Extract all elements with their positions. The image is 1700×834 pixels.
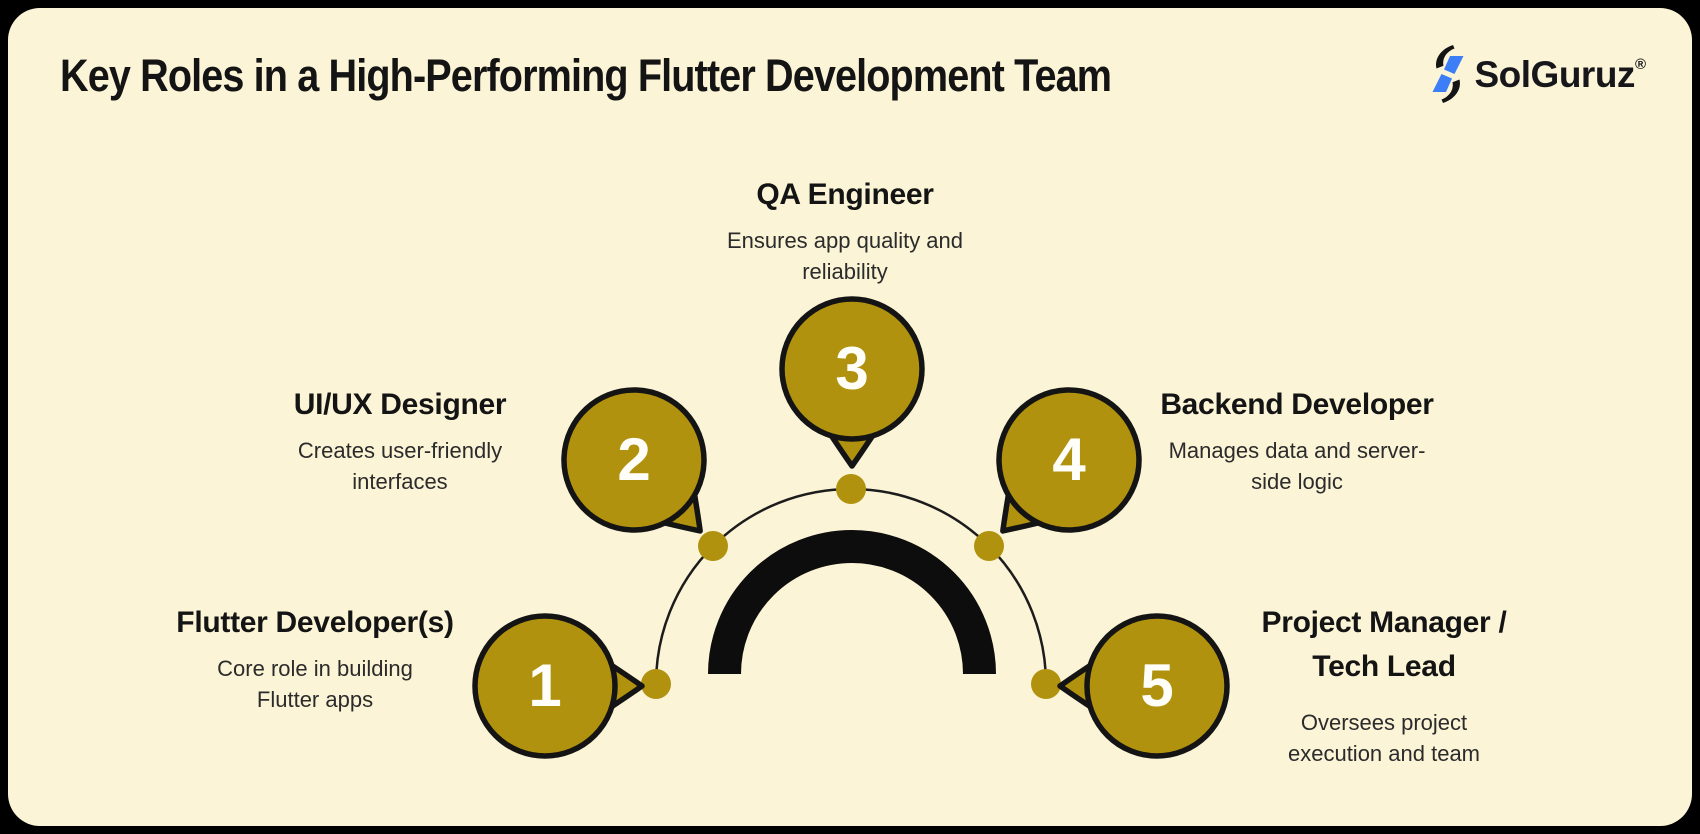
role-description: Ensures app quality and reliability — [726, 228, 964, 284]
bubble-circle-2 — [561, 387, 707, 533]
role-block-project-manager: Project Manager / Tech Lead Oversees pro… — [1174, 601, 1594, 769]
role-title: Flutter Developer(s) — [176, 606, 454, 639]
solguruz-bolt-icon — [1432, 45, 1464, 103]
role-description: Oversees project execution and team — [1287, 710, 1481, 766]
node-dot-2 — [698, 531, 728, 561]
role-block-uiux-designer: UI/UX Designer Creates user-friendly int… — [190, 385, 610, 497]
bubble-circle-5 — [1084, 613, 1230, 759]
role-description: Creates user-friendly interfaces — [297, 438, 503, 494]
role-description: Core role in building Flutter apps — [217, 656, 413, 712]
role-description: Manages data and server- side logic — [1168, 438, 1426, 494]
role-title: Backend Developer — [1160, 388, 1434, 421]
center-arc — [708, 530, 996, 675]
node-dot-4 — [974, 531, 1004, 561]
role-title: UI/UX Designer — [293, 388, 507, 421]
bubble-2 — [561, 387, 707, 534]
bubble-number-2: 2 — [617, 426, 651, 493]
bubble-number-5: 5 — [1140, 652, 1174, 719]
node-dot-3 — [836, 474, 866, 504]
bubble-circle-4 — [996, 387, 1142, 533]
node-dot-1 — [641, 669, 671, 699]
bubble-5 — [1057, 613, 1230, 759]
bubble-number-4: 4 — [1052, 426, 1086, 493]
role-block-backend-developer: Backend Developer Manages data and serve… — [1087, 385, 1507, 497]
bubble-number-1: 1 — [528, 652, 562, 719]
role-title: Project Manager / Tech Lead — [1261, 606, 1507, 683]
bubble-number-3: 3 — [835, 335, 869, 402]
page-title: Key Roles in a High-Performing Flutter D… — [60, 50, 1112, 101]
bubble-1 — [472, 613, 645, 759]
bubble-3 — [779, 296, 925, 469]
role-block-qa-engineer: QA Engineer Ensures app quality and reli… — [635, 175, 1055, 287]
bubble-circle-3 — [779, 296, 925, 442]
bubble-4 — [996, 387, 1142, 534]
logo-text: SolGuruz — [1474, 53, 1635, 95]
registered-mark: ® — [1634, 55, 1646, 73]
role-title: QA Engineer — [756, 178, 934, 211]
role-block-flutter-developer: Flutter Developer(s) Core role in buildi… — [105, 603, 525, 715]
bubble-circle-1 — [472, 613, 618, 759]
solguruz-logo: SolGuruz® — [1430, 44, 1646, 104]
node-dot-5 — [1031, 669, 1061, 699]
logo-wordmark: SolGuruz® — [1474, 56, 1646, 93]
